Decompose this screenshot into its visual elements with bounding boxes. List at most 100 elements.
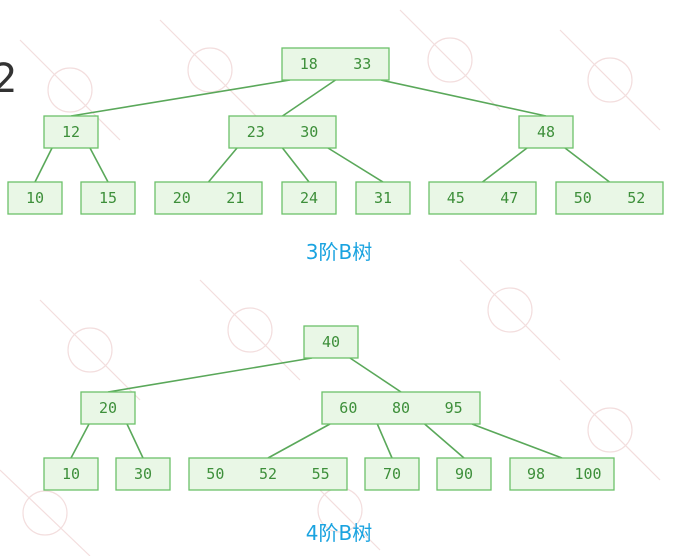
tree-node: 15 <box>80 181 136 215</box>
node-key: 20 <box>99 399 117 417</box>
node-box <box>154 181 263 215</box>
watermark-mark <box>587 407 633 453</box>
node-key: 50 <box>574 189 592 207</box>
watermark-stroke <box>159 19 261 121</box>
node-box <box>281 47 390 81</box>
node-box <box>80 181 136 215</box>
tree-node: 10 <box>43 457 99 491</box>
tree-edge <box>327 147 384 183</box>
tree-node: 70 <box>364 457 420 491</box>
node-key: 45 <box>447 189 465 207</box>
node-box <box>555 181 664 215</box>
node-key: 95 <box>445 399 463 417</box>
node-key: 31 <box>374 189 392 207</box>
node-key: 48 <box>537 123 555 141</box>
watermark-mark <box>67 327 113 373</box>
node-key: 21 <box>226 189 244 207</box>
tree-node: 10 <box>7 181 63 215</box>
node-key: 52 <box>627 189 645 207</box>
node-box <box>7 181 63 215</box>
watermark-stroke <box>0 469 91 556</box>
node-key: 55 <box>312 465 330 483</box>
node-box <box>436 457 492 491</box>
watermark-mark <box>47 67 93 113</box>
node-box <box>321 391 481 425</box>
side-glyph: 2 <box>0 56 17 102</box>
tree-edge <box>107 357 313 393</box>
node-box <box>518 115 574 149</box>
watermark-mark <box>487 287 533 333</box>
node-key: 52 <box>259 465 277 483</box>
node-key: 60 <box>339 399 357 417</box>
node-box <box>303 325 359 359</box>
tree-node: 48 <box>518 115 574 149</box>
node-key: 12 <box>62 123 80 141</box>
watermark-stroke <box>559 379 661 481</box>
watermark-mark <box>22 490 68 536</box>
node-key: 47 <box>500 189 518 207</box>
node-box <box>281 181 337 215</box>
node-key: 33 <box>353 55 371 73</box>
node-key: 100 <box>574 465 601 483</box>
node-box <box>43 457 99 491</box>
node-key: 80 <box>392 399 410 417</box>
node-box <box>355 181 411 215</box>
tree-edge <box>89 147 109 183</box>
caption-order-3: 3阶B树 <box>306 240 372 264</box>
watermark-mark <box>427 37 473 83</box>
node-key: 40 <box>322 333 340 351</box>
tree-node: 12 <box>43 115 99 149</box>
node-key: 15 <box>99 189 117 207</box>
tree-edge <box>349 357 402 393</box>
node-box <box>228 115 337 149</box>
tree-edge <box>70 423 90 459</box>
watermark-mark <box>187 47 233 93</box>
node-box <box>364 457 420 491</box>
watermark-stroke <box>39 299 141 401</box>
tree-node: 31 <box>355 181 411 215</box>
tree-node: 20 <box>80 391 136 425</box>
tree-node: 24 <box>281 181 337 215</box>
watermark-mark <box>587 57 633 103</box>
tree-edge <box>126 423 144 459</box>
node-box <box>188 457 348 491</box>
node-box <box>80 391 136 425</box>
node-key: 90 <box>455 465 473 483</box>
node-key: 20 <box>173 189 191 207</box>
watermark-stroke <box>19 39 121 141</box>
tree-edge <box>376 423 393 459</box>
node-key: 24 <box>300 189 318 207</box>
node-key: 10 <box>26 189 44 207</box>
watermark-stroke <box>399 9 501 111</box>
tree-node: 45 47 <box>428 181 537 215</box>
node-key: 50 <box>206 465 224 483</box>
tree-edge <box>380 79 547 117</box>
tree-edge <box>482 147 528 183</box>
watermark-stroke <box>459 259 561 361</box>
tree-edge <box>281 147 310 183</box>
node-key: 10 <box>62 465 80 483</box>
node-box <box>115 457 171 491</box>
node-key: 70 <box>383 465 401 483</box>
tree-node: 30 <box>115 457 171 491</box>
tree-node: 90 <box>436 457 492 491</box>
node-box <box>43 115 99 149</box>
tree-node: 50 52 <box>555 181 664 215</box>
tree-edge <box>471 423 563 459</box>
tree-node: 40 <box>303 325 359 359</box>
tree-node: 50 52 55 <box>188 457 348 491</box>
tree-edge <box>34 147 53 183</box>
node-key: 18 <box>300 55 318 73</box>
node-box <box>509 457 615 491</box>
node-key: 23 <box>247 123 265 141</box>
watermark-stroke <box>559 29 661 131</box>
tree-edge <box>70 79 291 117</box>
tree-edge <box>207 147 238 183</box>
